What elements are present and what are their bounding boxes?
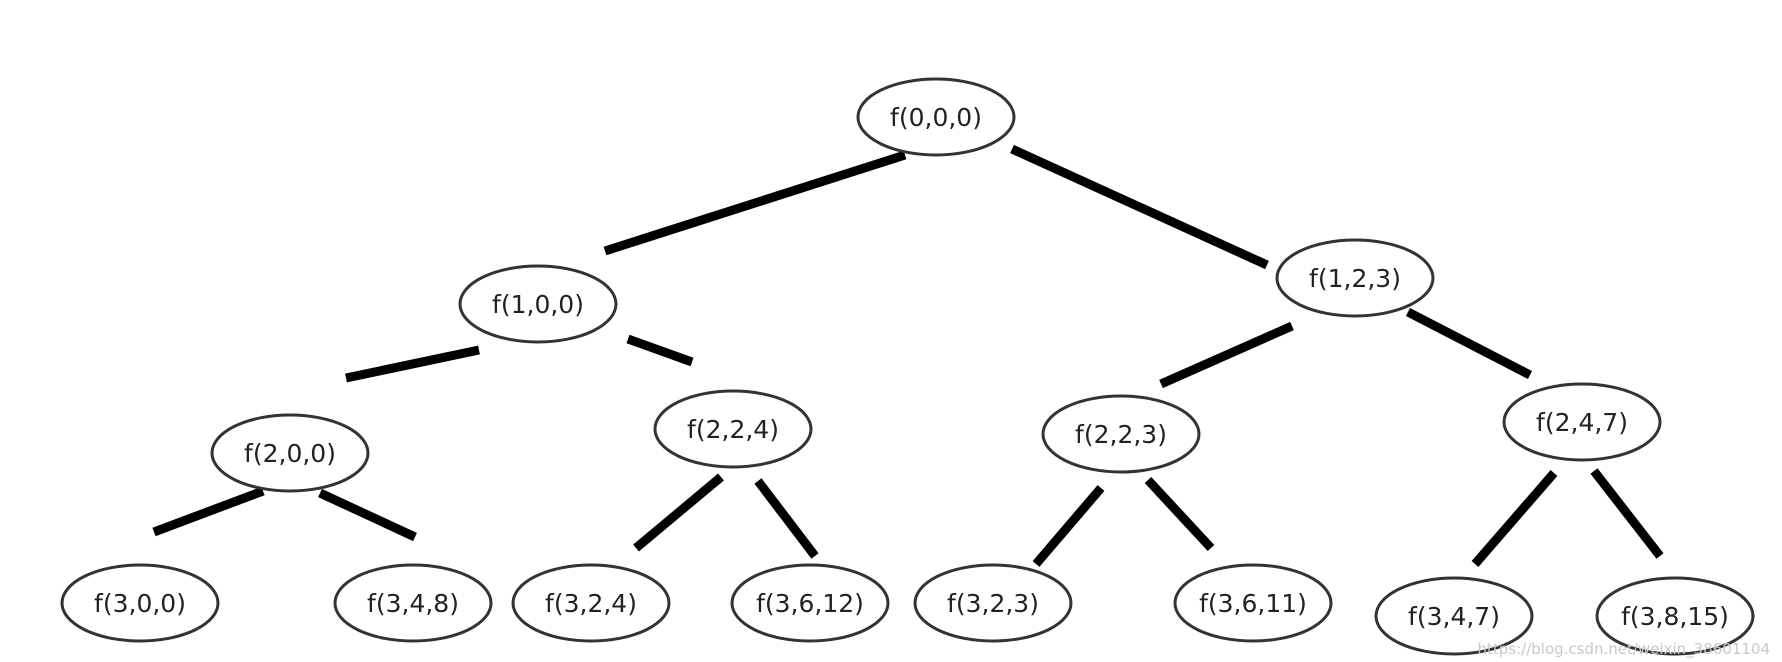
- tree-node-n100: f(1,0,0): [458, 264, 618, 344]
- tree-node-n000: f(0,0,0): [856, 77, 1016, 157]
- edge-n123-n247: [1405, 308, 1533, 379]
- edge-n000-n100: [603, 150, 907, 256]
- node-label: f(2,2,3): [1075, 420, 1167, 449]
- node-label: f(2,2,4): [687, 415, 779, 444]
- node-label: f(3,6,11): [1199, 589, 1307, 618]
- tree-node-n348: f(3,4,8): [333, 563, 493, 643]
- node-ellipse: [1374, 576, 1534, 656]
- tree-node-n323: f(3,2,3): [913, 563, 1073, 643]
- node-label: f(0,0,0): [890, 103, 982, 132]
- tree-node-n224: f(2,2,4): [653, 389, 813, 469]
- node-ellipse: [730, 563, 890, 643]
- edge-n200-n300: [152, 486, 265, 537]
- nodes-layer: f(0,0,0) f(1,0,0) f(1,2,3) f(2,0,0) f(2,2,4)…: [60, 77, 1755, 656]
- node-ellipse: [1041, 394, 1201, 474]
- node-label: f(3,8,15): [1621, 602, 1729, 631]
- edge-n247-n3815: [1590, 468, 1664, 559]
- node-label: f(3,6,12): [756, 589, 864, 618]
- tree-node-n3611: f(3,6,11): [1173, 563, 1333, 643]
- node-label: f(2,0,0): [244, 439, 336, 468]
- tree-node-n324: f(3,2,4): [511, 563, 671, 643]
- node-label: f(3,2,4): [545, 589, 637, 618]
- tree-node-n200: f(2,0,0): [210, 413, 370, 493]
- watermark-text: https://blog.csdn.net/weixin_38601104: [1477, 640, 1770, 658]
- node-ellipse: [1595, 576, 1755, 656]
- node-ellipse: [333, 563, 493, 643]
- tree-node-n3815: f(3,8,15): [1595, 576, 1755, 656]
- node-ellipse: [1173, 563, 1333, 643]
- node-ellipse: [210, 413, 370, 493]
- node-label: f(1,2,3): [1309, 264, 1401, 293]
- edge-n100-n224: [626, 334, 694, 367]
- edge-n223-n323: [1032, 485, 1105, 567]
- node-ellipse: [1502, 382, 1662, 462]
- edge-n100-n200: [345, 345, 480, 383]
- edge-n000-n123: [1010, 144, 1269, 270]
- tree-node-n223: f(2,2,3): [1041, 394, 1201, 474]
- edge-n200-n348: [318, 488, 417, 542]
- node-label: f(3,4,8): [367, 589, 459, 618]
- node-ellipse: [653, 389, 813, 469]
- node-ellipse: [1275, 238, 1435, 318]
- tree-node-n3612: f(3,6,12): [730, 563, 890, 643]
- tree-node-n123: f(1,2,3): [1275, 238, 1435, 318]
- node-ellipse: [913, 563, 1073, 643]
- node-ellipse: [511, 563, 671, 643]
- edge-n224-n324: [633, 473, 724, 552]
- node-label: f(3,2,3): [947, 589, 1039, 618]
- edge-n223-n3611: [1144, 476, 1215, 552]
- node-ellipse: [60, 563, 220, 643]
- edge-n247-n347: [1471, 470, 1558, 567]
- node-label: f(2,4,7): [1536, 408, 1628, 437]
- edge-n123-n223: [1159, 321, 1294, 389]
- tree-node-n347: f(3,4,7): [1374, 576, 1534, 656]
- node-label: f(3,4,7): [1408, 602, 1500, 631]
- tree-node-n300: f(3,0,0): [60, 563, 220, 643]
- node-ellipse: [856, 77, 1016, 157]
- node-ellipse: [458, 264, 618, 344]
- node-label: f(1,0,0): [492, 290, 584, 319]
- node-label: f(3,0,0): [94, 589, 186, 618]
- tree-node-n247: f(2,4,7): [1502, 382, 1662, 462]
- edge-n224-n3612: [754, 478, 819, 559]
- edges-layer: [152, 144, 1664, 567]
